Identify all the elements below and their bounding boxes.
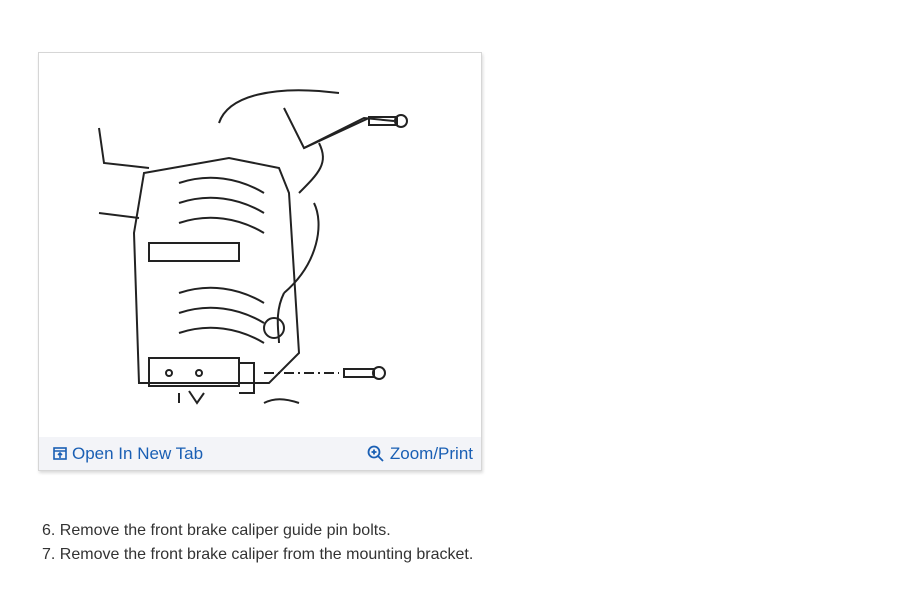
instruction-steps: 6. Remove the front brake caliper guide … <box>42 519 473 567</box>
open-in-new-tab-label: Open In New Tab <box>72 443 204 463</box>
open-new-tab-icon <box>53 447 67 460</box>
zoom-in-icon <box>367 445 384 462</box>
figure-toolbar: Open In New Tab Zoom/Print <box>39 437 481 470</box>
figure-card: Open In New Tab Zoom/Print <box>38 52 482 471</box>
step-6: 6. Remove the front brake caliper guide … <box>42 522 391 539</box>
brake-caliper-illustration <box>98 89 408 405</box>
open-in-new-tab-link[interactable]: Open In New Tab <box>53 444 203 464</box>
zoom-print-label: Zoom/Print <box>389 443 473 463</box>
zoom-print-link[interactable]: Zoom/Print <box>367 444 473 464</box>
step-7: 7. Remove the front brake caliper from t… <box>42 546 474 563</box>
